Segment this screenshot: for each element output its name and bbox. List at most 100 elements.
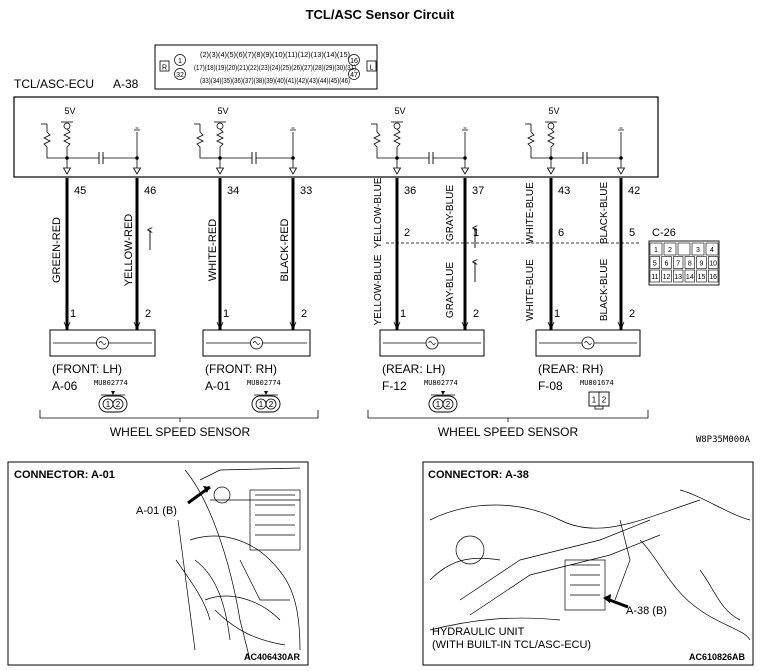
ecu-input-circuit: 5V xyxy=(41,106,142,175)
ecu-pin-number: 46 xyxy=(144,185,156,197)
wire-color-label-upper: GRAY-BLUE xyxy=(445,185,456,241)
photo-panel-a38: CONNECTOR: A-38 A-38 (B) HYDRAULIC UNIT … xyxy=(422,461,754,666)
wire-color-label-upper: BLACK-BLUE xyxy=(599,182,610,245)
junction-connector-pin: 2 xyxy=(668,247,672,254)
diagram-title: TCL/ASC Sensor Circuit xyxy=(306,7,455,22)
sensor-pin-number: 2 xyxy=(145,308,151,320)
junction-connector-pin: 16 xyxy=(709,274,717,281)
sensor-connector-pin: 2 xyxy=(116,400,121,409)
connector-pin-row-2: (17)(18)(19)(20)(21)(22)(23)(24)(25)(26)… xyxy=(194,65,356,72)
wire-color-label-upper: WHITE-BLUE xyxy=(525,182,536,244)
sensor-connector-pin: 2 xyxy=(602,396,607,405)
junction-connector-pin: 11 xyxy=(651,274,658,281)
hydraulic-unit-illustration xyxy=(429,489,751,641)
wire-color-label-lower: WHITE-BLUE xyxy=(525,259,536,321)
ecu-input-circuit: 5V xyxy=(194,106,298,175)
group-bracket-front xyxy=(39,410,319,422)
connector-right-pin-top: 16 xyxy=(350,58,358,65)
sensor-body xyxy=(49,329,156,357)
photo-panel-a38-code: AC610826AB xyxy=(689,652,746,662)
supply-voltage-label: 5V xyxy=(64,106,75,116)
sensor-connector-pin: 2 xyxy=(446,400,451,409)
ecu-pin-number: 36 xyxy=(404,185,416,197)
supply-voltage-label: 5V xyxy=(394,106,405,116)
junction-connector-pin: 1 xyxy=(654,247,658,254)
sensor-pin-number: 1 xyxy=(554,308,560,320)
sensor-position-label: (REAR: LH) xyxy=(382,362,445,376)
sensor-part-number: MU802774 xyxy=(247,379,281,387)
photo-panel-a38-title: CONNECTOR: A-38 xyxy=(428,469,529,481)
sensor-connector-pin: 2 xyxy=(269,400,274,409)
sensor-connector-pin: 1 xyxy=(106,400,111,409)
wire-color-label-lower: GRAY-BLUE xyxy=(445,262,456,318)
ecu-pin-number: 42 xyxy=(628,185,640,197)
sensor-pin-number: 2 xyxy=(301,308,307,320)
figure-code: W8P35M000A xyxy=(696,435,751,445)
supply-voltage-label: 5V xyxy=(217,106,228,116)
connector-pin-row-3: (33)(34)(35)(36)(37)(38)(39)(40)(41)(42)… xyxy=(200,78,350,85)
photo-panel-a01-title: CONNECTOR: A-01 xyxy=(14,469,115,481)
sensor-pin-number: 1 xyxy=(400,308,406,320)
connector-right-pin-bottom: 47 xyxy=(350,72,358,79)
photo-panel-a38-caption-1: HYDRAULIC UNIT xyxy=(432,626,525,638)
photo-panel-a01: CONNECTOR: A-01 A-01 (B) AC406430AR xyxy=(7,461,309,666)
supply-voltage-label: 5V xyxy=(548,106,559,116)
ecu-pin-number: 43 xyxy=(558,185,570,197)
wire-color-label: WHITE-RED xyxy=(207,219,219,281)
junction-connector-pin: 8 xyxy=(688,261,692,268)
connector-pin-row-1: (2)(3)(4)(5)(6)(7)(8)(9)(10)(11)(12)(13)… xyxy=(200,52,350,59)
photo-panel-a01-code: AC406430AR xyxy=(244,652,301,662)
connector-left-pin-top: 1 xyxy=(178,58,182,65)
ecu-connector-face: R L 1 32 16 47 (2)(3)(4)(5)(6)(7)(8)(9)(… xyxy=(154,44,378,90)
connector-left-tag: R xyxy=(162,65,167,72)
junction-connector-pin: 6 xyxy=(665,261,669,268)
group-bracket-rear xyxy=(367,410,649,422)
junction-connector-pin: 3 xyxy=(696,247,700,254)
junction-connector-pin: 15 xyxy=(698,274,706,281)
junction-pin-number: 6 xyxy=(558,227,564,239)
sensor-position-label: (REAR: RH) xyxy=(538,362,603,376)
junction-connector-pin: 9 xyxy=(700,261,704,268)
sensor-pin-number: 2 xyxy=(473,308,479,320)
sensor-connector-pin: 1 xyxy=(259,400,264,409)
junction-pin-number: 1 xyxy=(473,227,479,239)
sensor-part-number: MU801674 xyxy=(580,379,614,387)
ecu-label: TCL/ASC-ECU xyxy=(14,77,94,91)
ecu-pin-number: 34 xyxy=(227,185,239,197)
callout-arrow-a38 xyxy=(606,597,629,609)
junction-connector-pin: 5 xyxy=(653,261,657,268)
sensor-pin-number: 2 xyxy=(629,308,635,320)
wire-color-label-upper: YELLOW-BLUE xyxy=(373,177,384,248)
photo-panel-a38-callout: A-38 (B) xyxy=(626,605,667,617)
junction-connector-pin: 7 xyxy=(676,261,680,268)
ecu-pin-number: 37 xyxy=(472,185,484,197)
sensor-position-label: (FRONT: LH) xyxy=(52,362,122,376)
ecu-input-circuit: 5V xyxy=(525,106,626,175)
wire-color-label: BLACK-RED xyxy=(279,218,291,281)
sensor-pin-number: 1 xyxy=(223,308,229,320)
sensor-connector-pin: 1 xyxy=(592,396,597,405)
engine-bay-illustration xyxy=(175,467,301,661)
junction-connector-pin: 4 xyxy=(710,247,714,254)
group-label-rear: WHEEL SPEED SENSOR xyxy=(438,425,579,439)
ecu-internal-circuits: 5V 5V 5V 5V xyxy=(41,106,626,175)
junction-connector-label: C-26 xyxy=(652,227,676,239)
ecu-input-circuit: 5V xyxy=(371,106,470,175)
group-label-front: WHEEL SPEED SENSOR xyxy=(110,425,251,439)
wire-color-label-lower: BLACK-BLUE xyxy=(599,259,610,322)
wire-color-label-lower: YELLOW-BLUE xyxy=(373,254,384,325)
photo-panel-a38-caption-2: (WITH BUILT-IN TCL/ASC-ECU) xyxy=(432,639,591,651)
junction-connector-pin: 13 xyxy=(674,274,682,281)
junction-connector-pin: 10 xyxy=(709,261,717,268)
sensor-part-number: MU802774 xyxy=(94,379,128,387)
sensor-body xyxy=(535,329,641,357)
wire-color-label: YELLOW-RED xyxy=(123,214,135,287)
junction-connector-pin: 14 xyxy=(686,274,694,281)
sensor-connector-id: A-01 xyxy=(205,379,231,393)
